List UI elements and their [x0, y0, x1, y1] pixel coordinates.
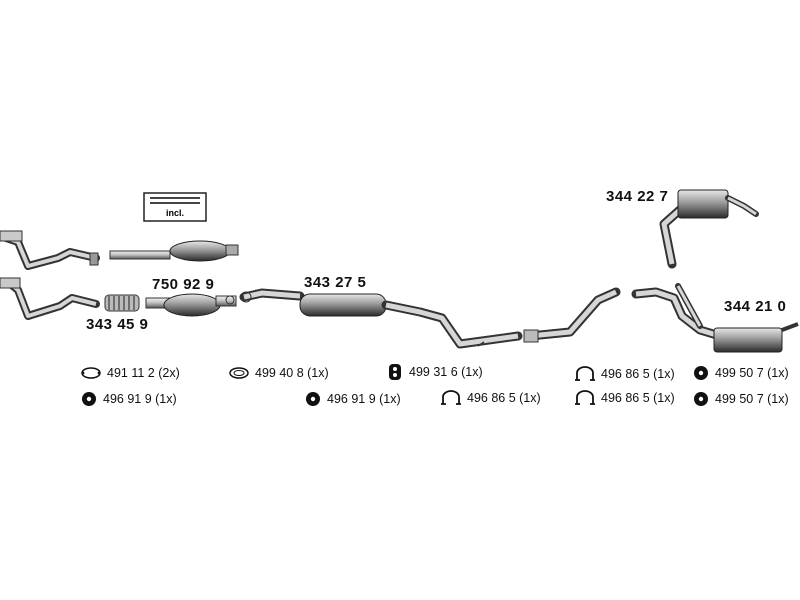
- rear-intermediate-pipe: [523, 287, 621, 343]
- gasket-oval-icon: [81, 367, 101, 379]
- kit-box-icon: incl.: [143, 192, 207, 222]
- intermediate-pipe: [239, 288, 305, 303]
- legend-item-clamp: 496 86 5 (1x): [440, 390, 541, 406]
- rear-silencer-upper: [659, 189, 759, 269]
- part-number-rear-silencer-lower: 344 21 0: [724, 298, 787, 315]
- legend-item-clamp: 496 86 5 (1x): [574, 366, 675, 382]
- legend-item-rubber-mount: 496 91 9 (1x): [304, 390, 401, 408]
- legend-label: 499 50 7 (1x): [715, 366, 789, 380]
- flex-pipe: [104, 294, 140, 312]
- legend-item-rubber-mount: 499 50 7 (1x): [692, 390, 789, 408]
- legend-label: 499 50 7 (1x): [715, 392, 789, 406]
- legend-item-rubber-mount: 499 50 7 (1x): [692, 364, 789, 382]
- catalytic-converter: [145, 293, 237, 317]
- part-number-flex-pipe: 343 45 9: [86, 316, 149, 333]
- rear-silencer-lower: [631, 283, 799, 353]
- part-number-centre-silencer: 343 27 5: [304, 274, 367, 291]
- gasket-ring-icon: [229, 367, 249, 379]
- clamp-icon: [441, 390, 461, 405]
- kit-box-label: incl.: [166, 208, 184, 218]
- rubber-mount-icon: [694, 366, 708, 380]
- centre-tail-pipe: [381, 300, 523, 349]
- legend-label: 491 11 2 (2x): [107, 366, 180, 380]
- legend-label: 496 91 9 (1x): [327, 392, 401, 406]
- clamp-icon: [575, 366, 595, 381]
- rubber-mount-icon: [306, 392, 320, 406]
- legend-label: 496 86 5 (1x): [601, 367, 675, 381]
- part-number-rear-silencer-upper: 344 22 7: [606, 188, 669, 205]
- legend-item-gasket-ring: 499 40 8 (1x): [228, 366, 329, 380]
- rubber-mount-icon: [694, 392, 708, 406]
- legend-label: 499 40 8 (1x): [255, 366, 329, 380]
- front-downpipe-upper: [0, 230, 100, 270]
- part-number-front-cat: 750 92 9: [152, 276, 215, 293]
- rubber-mount-icon: [82, 392, 96, 406]
- front-downpipe-lower: [0, 277, 100, 320]
- legend-label: 496 86 5 (1x): [467, 391, 541, 405]
- hanger-icon: [389, 364, 401, 380]
- legend-label: 496 91 9 (1x): [103, 392, 177, 406]
- legend-item-gasket: 491 11 2 (2x): [80, 366, 180, 380]
- clamp-icon: [575, 390, 595, 405]
- legend-item-rubber-mount: 496 91 9 (1x): [80, 390, 177, 408]
- catalytic-converter-upper: [109, 240, 239, 262]
- legend-label: 496 86 5 (1x): [601, 391, 675, 405]
- legend-label: 499 31 6 (1x): [409, 365, 483, 379]
- legend-item-hanger: 499 31 6 (1x): [386, 362, 483, 382]
- legend-item-clamp: 496 86 5 (1x): [574, 390, 675, 406]
- centre-silencer: [299, 293, 387, 317]
